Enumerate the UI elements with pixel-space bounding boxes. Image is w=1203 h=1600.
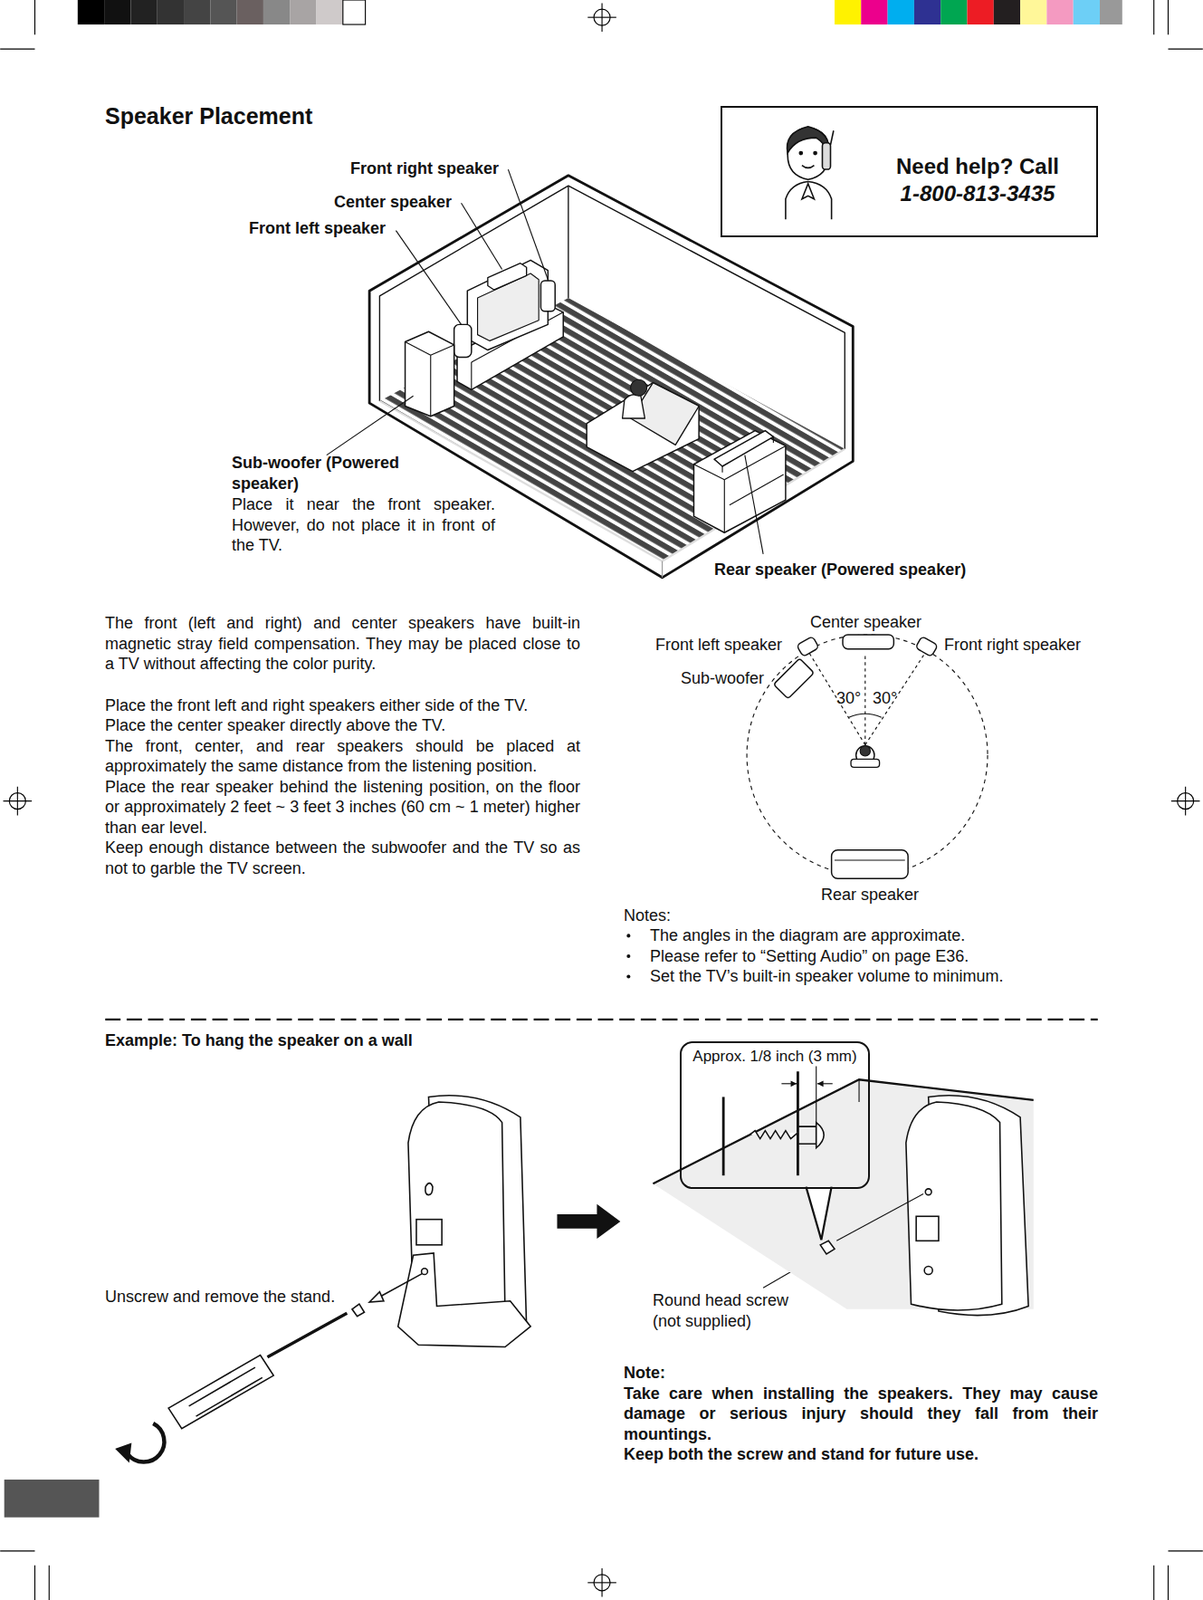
angle-label: 30° bbox=[836, 687, 861, 709]
page-title: Speaker Placement bbox=[105, 102, 313, 130]
warning-note-column: Note:Take care when installing the speak… bbox=[623, 1362, 1098, 1465]
step-arrow bbox=[556, 1203, 621, 1239]
placement-diagram bbox=[626, 634, 988, 979]
diagram-label: Rear speaker bbox=[821, 884, 919, 906]
note-item: The angles in the diagram are approximat… bbox=[649, 925, 965, 946]
stand-removal-illustration bbox=[116, 1095, 532, 1462]
speaker-label: Front left speaker bbox=[248, 218, 386, 239]
help-box: Need help? Call1-800-813-3435 bbox=[720, 105, 1098, 238]
page-tab bbox=[4, 1479, 100, 1518]
part-label: Round head screw (not supplied) bbox=[652, 1289, 806, 1331]
notes-heading: Notes: bbox=[623, 905, 671, 927]
wall-mount-illustration bbox=[652, 1066, 1033, 1316]
speaker-label: Center speaker bbox=[334, 191, 452, 213]
help-clipart bbox=[785, 126, 834, 220]
speaker-label: Front right speaker bbox=[350, 158, 499, 180]
step-text: Unscrew and remove the stand. bbox=[105, 1286, 335, 1308]
body-text: Place the front left and right speakers … bbox=[105, 695, 581, 717]
warning-note: Keep both the screw and stand for future… bbox=[623, 1443, 1098, 1465]
body-text-column: The front (left and right) and center sp… bbox=[105, 612, 581, 879]
body-text: Place the center speaker directly above … bbox=[105, 715, 581, 736]
speaker-label: Sub-woofer (Powered speaker) bbox=[231, 452, 401, 494]
placement-note: Place it near the front speaker. However… bbox=[231, 494, 496, 556]
color-bars bbox=[77, 0, 1123, 25]
body-text: Keep enough distance between the subwoof… bbox=[105, 837, 581, 879]
diagram-label: Center speaker bbox=[810, 611, 922, 633]
help-text: 1-800-813-3435 bbox=[865, 181, 1090, 207]
diagram-label: Sub-woofer bbox=[680, 668, 764, 689]
section-heading: Example: To hang the speaker on a wall bbox=[105, 1030, 413, 1051]
diagram-label: Front right speaker bbox=[944, 634, 1081, 656]
dashed-separator bbox=[105, 1018, 1098, 1021]
diagram-label: Front left speaker bbox=[655, 634, 783, 656]
warning-note: Take care when installing the speakers. … bbox=[623, 1383, 1098, 1445]
help-text: Need help? Call bbox=[865, 153, 1090, 180]
note-item: Please refer to “Setting Audio” on page … bbox=[649, 945, 969, 967]
note-item: Set the TV’s built-in speaker volume to … bbox=[649, 965, 1004, 987]
body-text: Place the rear speaker behind the listen… bbox=[105, 776, 581, 839]
callout-bubble: Approx. 1/8 inch (3 mm) bbox=[679, 1040, 870, 1189]
speaker-label: Rear speaker (Powered speaker) bbox=[714, 559, 966, 581]
warning-note: Note: bbox=[623, 1362, 1098, 1384]
angle-label: 30° bbox=[872, 687, 898, 709]
body-text: The front, center, and rear speakers sho… bbox=[105, 735, 581, 777]
body-text: The front (left and right) and center sp… bbox=[105, 612, 581, 675]
dimension-label: Approx. 1/8 inch (3 mm) bbox=[681, 1046, 869, 1068]
